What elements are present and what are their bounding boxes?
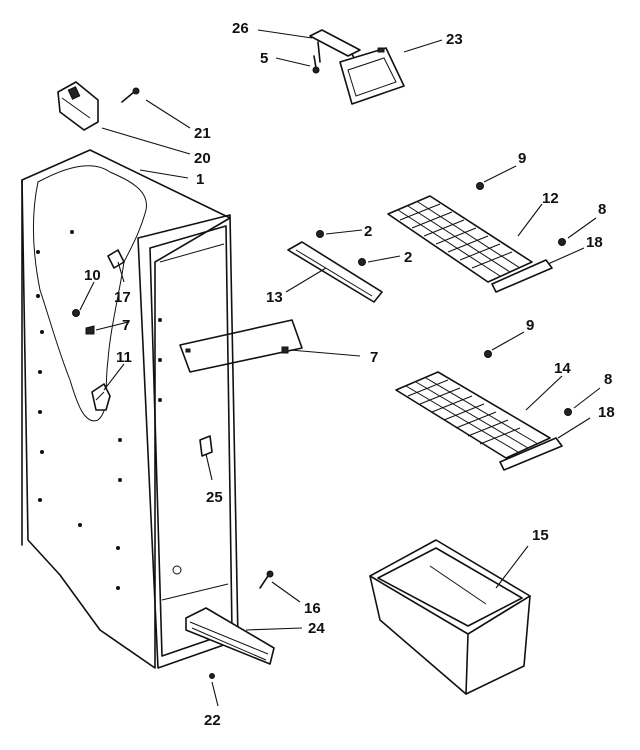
ice-bucket-bracket xyxy=(309,29,361,63)
cover-23 xyxy=(339,47,405,105)
callout-8-a: 8 xyxy=(598,201,606,218)
callout-1: 1 xyxy=(196,171,204,188)
part-10-screw xyxy=(72,309,80,317)
callout-7-b: 7 xyxy=(370,349,378,366)
shelf-support-13 xyxy=(287,241,383,303)
cap-9-a xyxy=(476,182,484,190)
bottom-screw xyxy=(259,570,274,589)
bottom-trim xyxy=(185,607,275,665)
storage-bin xyxy=(369,539,531,695)
lower-shelf xyxy=(395,371,563,471)
callout-23: 23 xyxy=(446,31,463,48)
leader-lines xyxy=(79,29,601,707)
part-17-clip xyxy=(107,249,125,269)
screw-5 xyxy=(312,55,320,74)
callout-9-b: 9 xyxy=(526,317,534,334)
callout-9-a: 9 xyxy=(518,150,526,167)
part-25-clip xyxy=(199,435,213,457)
callout-22: 22 xyxy=(204,712,221,729)
callout-13: 13 xyxy=(266,289,283,306)
cap-9-b xyxy=(484,350,492,358)
liner-holes xyxy=(36,230,162,590)
callout-18-b: 18 xyxy=(598,404,615,421)
callout-26: 26 xyxy=(232,20,249,37)
part-7-clip-right xyxy=(281,346,289,354)
screw-2-a xyxy=(316,230,324,238)
nut-22 xyxy=(209,673,215,679)
callout-12: 12 xyxy=(542,190,559,207)
upper-shelf xyxy=(387,195,553,293)
callout-11: 11 xyxy=(116,349,132,366)
part-7-clip-left xyxy=(85,325,95,335)
top-hinge-bracket xyxy=(57,81,99,131)
callout-20: 20 xyxy=(194,150,211,167)
hinge-screw xyxy=(121,87,140,103)
cabinet-liner xyxy=(21,149,239,669)
callout-5: 5 xyxy=(260,50,268,67)
callout-16: 16 xyxy=(304,600,321,617)
callout-25: 25 xyxy=(206,489,223,506)
callout-2-a: 2 xyxy=(364,223,372,240)
callout-21: 21 xyxy=(194,125,211,142)
callout-14: 14 xyxy=(554,360,571,377)
callout-17: 17 xyxy=(114,289,131,306)
screw-2-b xyxy=(358,258,366,266)
part-11-bracket xyxy=(91,383,111,411)
callout-18-a: 18 xyxy=(586,234,603,251)
cap-8-b xyxy=(564,408,572,416)
callout-8-b: 8 xyxy=(604,371,612,388)
label-card xyxy=(179,319,303,373)
callout-labels: 26 5 23 21 20 1 9 12 8 2 18 2 10 17 13 7… xyxy=(84,20,615,729)
cap-8-a xyxy=(558,238,566,246)
callout-2-b: 2 xyxy=(404,249,412,266)
callout-7-a: 7 xyxy=(122,317,130,334)
callout-24: 24 xyxy=(308,620,325,637)
callout-15: 15 xyxy=(532,527,549,544)
callout-10: 10 xyxy=(84,267,101,284)
